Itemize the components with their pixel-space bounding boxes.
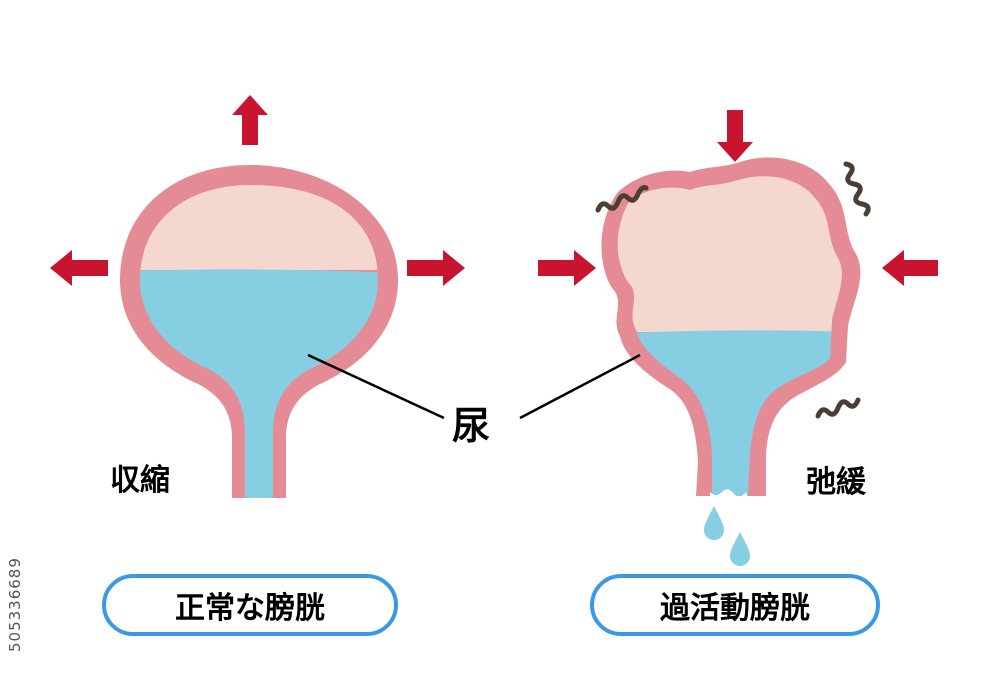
- normal-arrow-right-icon: [407, 250, 465, 286]
- overactive-arrow-in-left-icon: [538, 250, 596, 286]
- overactive-bladder-inner: [617, 176, 842, 332]
- contraction-label: 収縮: [110, 463, 170, 498]
- overactive-bladder-caption: 過活動膀胱: [590, 574, 880, 636]
- overactive-arrow-in-right-icon: [882, 250, 938, 286]
- squiggle-icon: [595, 185, 649, 213]
- normal-arrow-up-icon: [232, 95, 268, 145]
- urine-leader-line-right: [519, 353, 641, 420]
- normal-arrow-left-icon: [50, 250, 108, 286]
- overactive-arrow-down-icon: [717, 110, 753, 162]
- normal-bladder-caption: 正常な膀胱: [102, 574, 398, 636]
- squiggle-icon: [843, 161, 871, 217]
- droplet-icon: [704, 506, 724, 540]
- droplet-icon: [730, 532, 750, 566]
- relaxation-label: 弛緩: [806, 465, 866, 500]
- squiggle-icon: [815, 397, 861, 419]
- urine-label: 尿: [452, 404, 491, 448]
- leak-edge: [710, 489, 748, 500]
- stock-id-watermark: 505336689: [6, 557, 24, 652]
- urine-leader-line-left: [307, 353, 445, 420]
